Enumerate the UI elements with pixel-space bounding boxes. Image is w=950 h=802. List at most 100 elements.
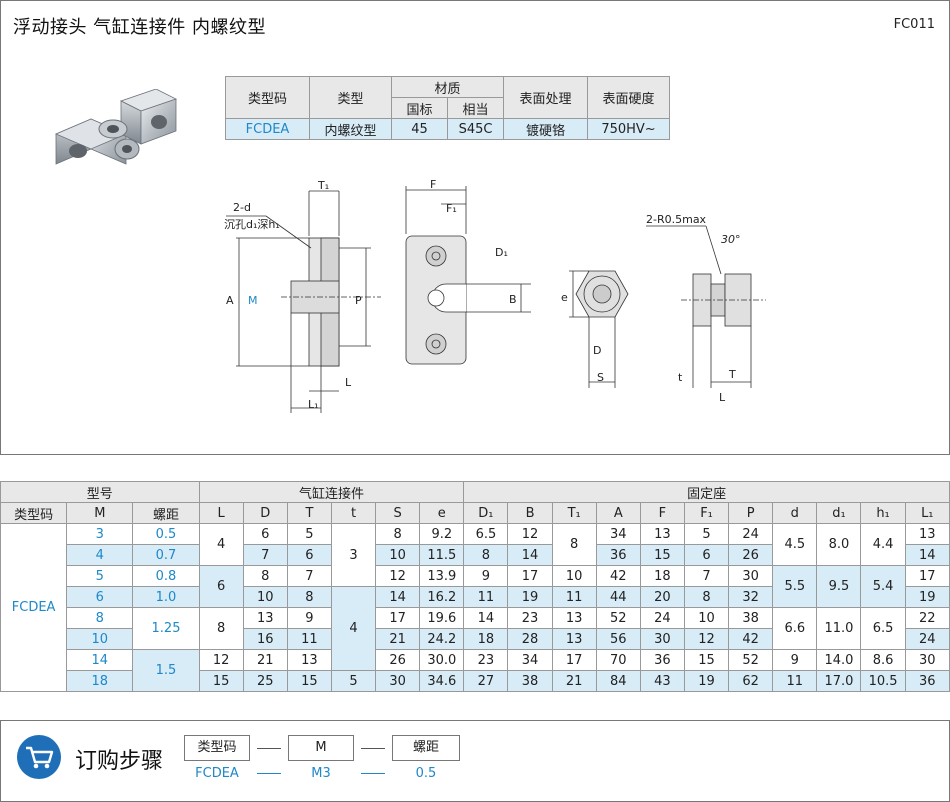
cell-d: 9 [772,649,818,671]
col-header: d [772,502,818,524]
cell-m: 8 [66,607,134,629]
cell-a: 84 [595,670,641,692]
cell-s: 26 [375,649,421,671]
cell-e: 30.0 [419,649,465,671]
cell-l1: 30 [904,649,950,671]
cell-t1: 11 [551,586,597,608]
cell-t1: 17 [551,649,597,671]
col-hardness: 表面硬度 [587,76,670,119]
cell-s: 10 [375,544,421,566]
cell-a: 56 [595,628,641,650]
cell-l1: 13 [904,523,950,545]
cell-e: 13.9 [419,565,465,587]
cell-a: 42 [595,565,641,587]
cell-t1: 10 [551,565,597,587]
label-l: L [345,376,352,389]
hex-view: e D S [561,270,629,388]
cell-d1: 8 [463,544,509,566]
cell-t1: 21 [551,670,597,692]
order-value-m: M3 [311,766,331,781]
label-counterbore: 沉孔d₁深h₁ [224,218,280,231]
cell-t1: 13 [551,607,597,629]
col-header: e [419,502,465,524]
cell-type: 内螺纹型 [309,118,392,140]
col-national: 国标 [391,97,448,119]
cell-b: 19 [507,586,553,608]
product-panel: 浮动接头 气缸连接件 内螺纹型 FC011 类型码 类型 材质 表面处理 表面硬… [0,0,950,455]
col-header: D₁ [463,502,509,524]
cell-f: 30 [639,628,685,650]
cell-a: 70 [595,649,641,671]
cell-h1: 10.5 [860,670,906,692]
cell-t: 7 [286,565,332,587]
cell-l1: 19 [904,586,950,608]
cell-h1: 8.6 [860,649,906,671]
cell-p: 62 [728,670,774,692]
cell-f1: 12 [683,628,730,650]
cell-f1: 8 [683,586,730,608]
cell-d1: 6.5 [463,523,509,545]
cell-l: 12 [198,649,244,671]
cell-f1: 15 [683,649,730,671]
technical-drawing: T₁ 2-d 沉孔d₁深h₁ A M P L L₁ F F₁ D₁ B [224,178,766,413]
cell-d1: 9 [463,565,509,587]
cell-f: 18 [639,565,685,587]
cell-e: 19.6 [419,607,465,629]
side-view: T₁ 2-d 沉孔d₁深h₁ A M P L L₁ [224,179,381,413]
cell-d: 7 [242,544,288,566]
label-s: S [597,371,604,384]
col-header: T₁ [551,502,597,524]
col-header: L₁ [904,502,950,524]
label-t1: T₁ [317,179,329,192]
cell-equivalent: S45C [447,118,504,140]
cell-b: 34 [507,649,553,671]
nut-side-view: 2-R0.5max 30° t T L [646,213,766,404]
cell-s: 17 [375,607,421,629]
cell-l1: 24 [904,628,950,650]
cell-l: 8 [198,607,244,650]
col-header: F [639,502,685,524]
cell-pitch: 1.5 [132,649,200,692]
order-value-dash [361,773,385,774]
cell-d1: 17.0 [816,670,862,692]
cell-t: 4 [330,586,377,671]
cell-m: 14 [66,649,134,671]
cell-l: 6 [198,565,244,608]
cell-b: 17 [507,565,553,587]
label-f: F [430,178,436,191]
cell-d: 11 [772,670,818,692]
cell-t: 13 [286,649,332,671]
col-header: M [66,502,134,524]
cell-pitch: 0.5 [132,523,200,545]
cell-t: 3 [330,523,377,587]
order-box-pitch: 螺距 [392,735,460,761]
cell-s: 12 [375,565,421,587]
cell-s: 8 [375,523,421,545]
cell-f1: 7 [683,565,730,587]
cell-d: 10 [242,586,288,608]
cell-f: 15 [639,544,685,566]
cell-b: 28 [507,628,553,650]
cell-d1: 23 [463,649,509,671]
cell-t: 5 [330,670,377,692]
order-panel: 订购步骤 类型码 M 螺距 FCDEA M3 0.5 [0,720,950,802]
cell-m: 10 [66,628,134,650]
shopping-cart-icon [17,735,61,779]
col-header: L [198,502,244,524]
cell-f: 43 [639,670,685,692]
group-cylinder: 气缸连接件 [198,481,465,503]
cell-f: 36 [639,649,685,671]
cell-a: 44 [595,586,641,608]
cell-e: 11.5 [419,544,465,566]
cell-d: 13 [242,607,288,629]
front-view: F F₁ D₁ B [405,178,531,365]
cell-m: 4 [66,544,134,566]
